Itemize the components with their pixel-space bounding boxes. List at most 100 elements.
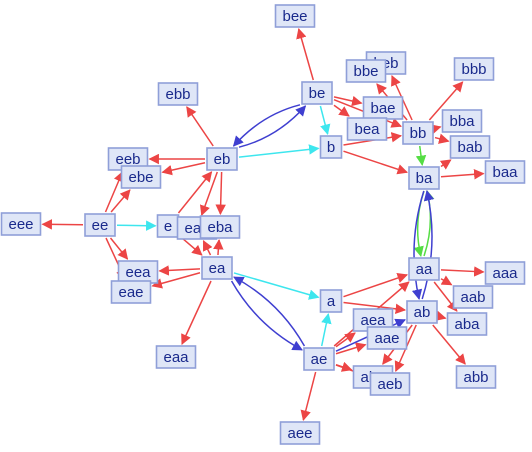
edge-ee-to-eee <box>41 219 84 230</box>
node-box <box>120 165 162 189</box>
node-label: bea <box>354 121 380 138</box>
edge-bb-to-bba <box>430 124 442 135</box>
node-eaa: eaa <box>155 345 197 369</box>
node-label: aeb <box>377 376 402 393</box>
node-aba: aba <box>446 312 488 336</box>
node-ab: ab <box>406 300 438 324</box>
node-ba: ba <box>408 166 440 190</box>
node-label: aea <box>360 312 386 329</box>
edge-b-to-ba <box>343 150 408 175</box>
edge-be-to-eb <box>232 104 301 147</box>
node-box <box>452 285 494 309</box>
node-label: aae <box>374 330 399 347</box>
edge-ea-to-a <box>233 272 320 300</box>
edge-ae-to-aee <box>300 371 317 422</box>
node-label: ebb <box>165 86 190 103</box>
edge-ab-to-aba <box>435 310 447 321</box>
node-label: aaa <box>492 265 518 282</box>
node-label: be <box>309 85 326 102</box>
node-box <box>84 213 116 237</box>
node-aaa: aaa <box>484 261 526 285</box>
node-label: bbe <box>353 63 378 80</box>
node-aab: aab <box>452 285 494 309</box>
edge-bb-to-bab <box>434 133 450 144</box>
node-label: eaa <box>163 349 189 366</box>
edge-ea-to-eab <box>202 240 213 256</box>
edge-be-to-bee <box>296 27 315 81</box>
edge-ae-to-ea <box>233 276 306 347</box>
node-label: baa <box>492 164 518 181</box>
node-ee: ee <box>84 213 116 237</box>
node-b: b <box>319 135 343 159</box>
node-box <box>402 121 434 145</box>
node-box <box>274 4 316 28</box>
node-box <box>484 261 526 285</box>
node-a: a <box>319 289 343 313</box>
node-box <box>201 256 233 280</box>
node-box <box>319 135 343 159</box>
node-bb: bb <box>402 121 434 145</box>
node-abb: abb <box>455 365 497 389</box>
node-eeb: eeb <box>107 147 149 171</box>
edge-ea-to-ae <box>230 280 303 351</box>
edge-eb-to-b <box>238 144 320 158</box>
node-layer: beebebbbebbbebbbebaebeabbbbabbabebeebebe… <box>0 4 526 445</box>
node-eae: eae <box>110 280 152 304</box>
node-label: eea <box>125 264 151 281</box>
edge-bb-to-bbb <box>428 81 464 121</box>
node-box <box>484 160 526 184</box>
edge-ba-to-ab <box>411 190 425 301</box>
edge-ae-to-a <box>320 312 332 347</box>
node-baa: baa <box>484 160 526 184</box>
node-label: ab <box>414 304 431 321</box>
edge-be-to-b <box>319 105 331 136</box>
edge-ab-to-abb <box>432 324 466 365</box>
node-label: eb <box>214 151 231 168</box>
node-box <box>369 372 411 396</box>
node-label: aa <box>416 261 433 278</box>
edge-be-to-bea <box>333 104 350 117</box>
node-label: e <box>164 218 172 235</box>
node-box <box>446 312 488 336</box>
node-box <box>301 81 333 105</box>
node-label: aba <box>454 316 480 333</box>
node-box <box>155 345 197 369</box>
node-ea: ea <box>201 256 233 280</box>
edge-ea-to-eaa <box>181 280 212 345</box>
node-label: bbb <box>461 61 486 78</box>
node-ebb: ebb <box>157 82 199 106</box>
node-label: eba <box>207 219 233 236</box>
node-eb: eb <box>206 147 238 171</box>
edge-eb-to-eba <box>215 171 226 216</box>
node-label: eae <box>118 284 143 301</box>
node-box <box>199 215 241 239</box>
edge-ae-to-aea <box>335 332 356 348</box>
node-bab: bab <box>449 135 491 159</box>
node-label: abb <box>463 369 488 386</box>
node-box <box>366 326 408 350</box>
node-label: bab <box>457 139 482 156</box>
node-label: ba <box>416 170 433 187</box>
node-box <box>406 300 438 324</box>
node-bea: bea <box>346 117 388 141</box>
node-aee: aee <box>279 421 321 445</box>
node-box <box>206 147 238 171</box>
edge-ea-to-eae <box>151 272 201 289</box>
node-label: aab <box>460 289 485 306</box>
node-ebe: ebe <box>120 165 162 189</box>
edge-ba-to-baa <box>440 169 485 180</box>
node-label: ee <box>92 217 109 234</box>
edge-bb-to-ba <box>415 145 427 167</box>
node-ae: ae <box>303 347 335 371</box>
edge-e-to-eb <box>177 171 213 214</box>
node-label: b <box>327 139 335 156</box>
edge-ae-to-aae <box>335 342 367 355</box>
node-aa: aa <box>408 257 440 281</box>
node-box <box>449 135 491 159</box>
node-box <box>453 57 495 81</box>
node-e: e <box>156 214 180 238</box>
edge-layer <box>41 27 485 422</box>
node-box <box>345 59 387 83</box>
node-label: bba <box>449 113 475 130</box>
